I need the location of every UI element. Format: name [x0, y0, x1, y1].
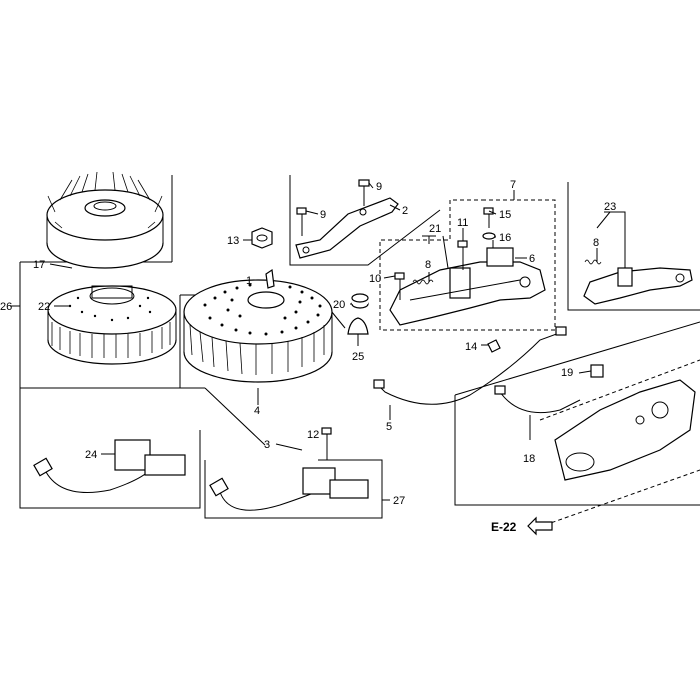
- terminal-19: [590, 364, 604, 378]
- callout-3: 3: [264, 439, 270, 451]
- bolt-12: [321, 427, 332, 460]
- bracket-23: [583, 259, 693, 305]
- flywheel-17: [46, 171, 164, 269]
- callout-9-lower: 9: [320, 209, 326, 221]
- clip-14: [487, 339, 501, 353]
- callout-27: 27: [393, 495, 405, 507]
- callout-9-top: 9: [376, 181, 382, 193]
- callout-6: 6: [529, 253, 535, 265]
- callout-5: 5: [386, 421, 392, 433]
- callout-labels: 1 2 3 4 5 6 7 8 8 9 9 10 11 12 13 14 15 …: [0, 179, 616, 534]
- key-1: [265, 268, 275, 289]
- callout-7: 7: [510, 179, 516, 191]
- callout-11: 11: [457, 217, 468, 229]
- callout-20: 20: [333, 299, 345, 311]
- callout-8-right: 8: [593, 237, 599, 249]
- callout-26: 26: [0, 301, 12, 313]
- ignition-coil-3: [209, 467, 369, 511]
- callout-1: 1: [246, 275, 252, 287]
- flywheel-4: [183, 279, 333, 383]
- callout-23: 23: [604, 201, 616, 213]
- cover-plate-2: [295, 197, 399, 259]
- callout-13: 13: [227, 235, 239, 247]
- callout-2: 2: [402, 205, 408, 217]
- callout-25: 25: [352, 351, 364, 363]
- reference-label-e22: E-22: [491, 520, 517, 534]
- leader-lines: [10, 182, 626, 501]
- reference-arrow: [527, 516, 553, 536]
- bolt-9-upper: [358, 179, 370, 206]
- grommet-20: [351, 293, 369, 309]
- cap-25: [347, 317, 369, 335]
- callout-21: 21: [429, 223, 441, 235]
- callout-4: 4: [254, 405, 260, 417]
- callout-24: 24: [85, 449, 97, 461]
- washer-16: [482, 232, 496, 240]
- callout-14: 14: [465, 341, 477, 353]
- nut-13: [251, 227, 273, 249]
- switch-6: [486, 240, 514, 267]
- wire-18: [494, 385, 581, 414]
- bolt-9-lower: [296, 207, 307, 236]
- wire-5: [373, 326, 567, 405]
- callout-19: 19: [561, 367, 573, 379]
- callout-16: 16: [499, 232, 511, 244]
- callout-22: 22: [38, 301, 50, 313]
- callout-12: 12: [307, 429, 319, 441]
- callout-18: 18: [523, 453, 535, 465]
- ignition-coil-24: [33, 439, 186, 493]
- callout-8-left: 8: [425, 259, 431, 271]
- flywheel-4-perforations: [203, 283, 322, 336]
- bracket-7: [389, 261, 546, 326]
- bolt-15: [483, 207, 494, 228]
- flywheel-22: [47, 285, 177, 365]
- callout-17: 17: [33, 259, 45, 271]
- carrier-assembly: [554, 379, 696, 481]
- callout-15: 15: [499, 209, 511, 221]
- callout-10: 10: [369, 273, 381, 285]
